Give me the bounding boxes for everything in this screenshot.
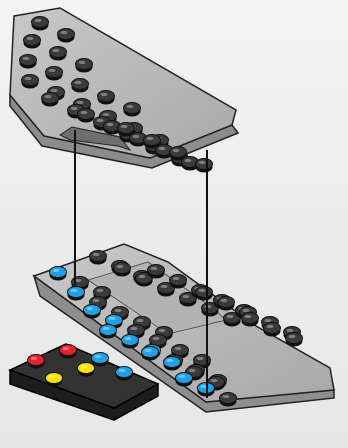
stud-upper <box>118 123 135 137</box>
stud-upper <box>22 75 39 89</box>
stud-upper <box>32 17 49 31</box>
stud-upper <box>50 47 67 61</box>
stud-lower <box>220 393 237 407</box>
stud-yellow <box>78 363 95 377</box>
stud-upper <box>72 79 89 93</box>
stud-blue <box>116 367 133 381</box>
stud-upper <box>98 91 115 105</box>
stud-lower <box>148 265 165 279</box>
stud-upper <box>24 35 41 49</box>
stud-lower <box>264 323 281 337</box>
stud-blue <box>50 267 67 281</box>
stud-lower <box>114 263 131 277</box>
stud-yellow <box>46 373 63 387</box>
stud-upper <box>124 103 141 117</box>
stud-blue <box>164 357 181 371</box>
stud-blue <box>84 305 101 319</box>
stud-blue <box>122 335 139 349</box>
stud-upper <box>196 159 213 173</box>
stud-lower <box>218 297 235 311</box>
upper-wedge-plate <box>10 8 238 173</box>
stud-upper <box>78 109 95 123</box>
stud-upper <box>76 59 93 73</box>
stud-lower <box>170 275 187 289</box>
stud-upper <box>20 55 37 69</box>
stud-lower <box>90 251 107 265</box>
stud-blue <box>142 347 159 361</box>
stud-upper <box>58 29 75 43</box>
stud-upper <box>170 147 187 161</box>
stud-blue <box>100 325 117 339</box>
stud-red <box>28 355 45 369</box>
stud-blue <box>176 373 193 387</box>
stud-upper <box>46 67 63 81</box>
stud-blue <box>68 287 85 301</box>
stud-red <box>60 345 77 359</box>
stud-upper <box>144 135 161 149</box>
stud-lower <box>286 333 303 347</box>
stud-blue <box>92 353 109 367</box>
stud-lower <box>196 287 213 301</box>
stud-lower <box>242 313 259 327</box>
stud-upper <box>42 93 59 107</box>
